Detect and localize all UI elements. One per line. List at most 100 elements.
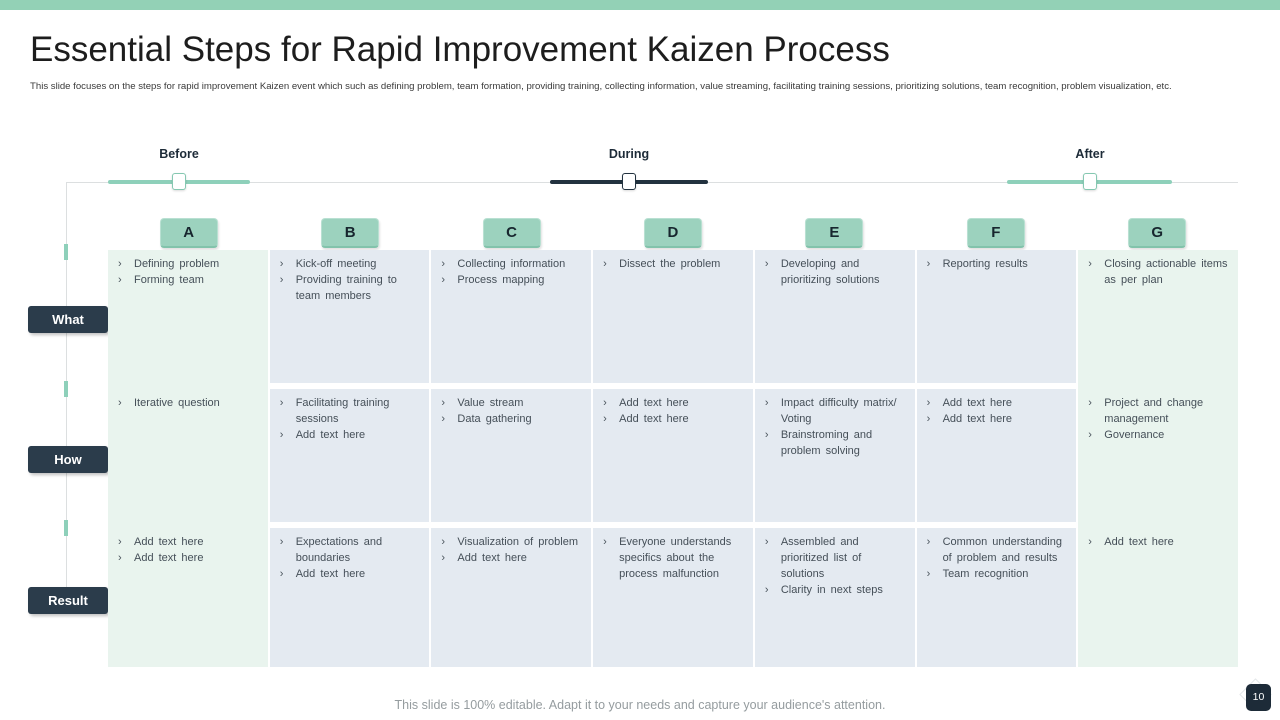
table-cell: ›Add text here — [1078, 528, 1238, 667]
bullet-chevron-icon: › — [1088, 429, 1092, 441]
bullet-chevron-icon: › — [603, 397, 607, 409]
table-cell: ›Add text here›Add text here — [916, 389, 1077, 522]
cell-text: Add text here — [942, 413, 1012, 425]
slider-handle-before[interactable] — [172, 173, 186, 190]
bullet-chevron-icon: › — [603, 258, 607, 270]
table-cell: ›Add text here›Add text here — [593, 389, 753, 522]
cell-text: Common understanding of problem and resu… — [942, 536, 1062, 564]
cell-text: Project and change management — [1104, 397, 1204, 425]
cell-text: Closing actionable items as per plan — [1104, 258, 1228, 286]
phase-label-during: During — [608, 147, 650, 161]
table-cell: › Common understanding of problem and res… — [916, 528, 1077, 667]
row-tick-what — [64, 244, 68, 260]
phase-label-after: After — [1075, 147, 1105, 161]
cell-text: Facilitating training sessions — [295, 397, 390, 425]
cell-text: Providing training to team members — [295, 274, 397, 302]
bullet-chevron-icon: › — [926, 568, 931, 580]
bullet-item: › Add text here — [278, 566, 420, 582]
bullet-item: › Data gathering — [439, 411, 581, 427]
column-header-g: G — [1128, 218, 1187, 248]
bullet-item: › Team recognition — [925, 566, 1067, 582]
bullet-chevron-icon: › — [118, 258, 122, 270]
table-cell: ›Developing and prioritizing solutions — [754, 250, 915, 383]
bullet-item: ›Add text here — [601, 411, 743, 427]
cell-text: Defining problem — [134, 258, 220, 270]
column-header-f: F — [966, 218, 1025, 248]
table-cell: ›Iterative question — [108, 389, 268, 522]
table-cell: ›Expectations and boundaries › Add text he… — [269, 528, 430, 667]
bullet-item: › Add text here — [439, 550, 581, 566]
table-cell: › Project and change management › Governanc… — [1078, 389, 1238, 522]
table-cell: ›Kick-off meeting›Providing training to … — [269, 250, 430, 383]
slider-handle-during[interactable] — [622, 173, 636, 190]
page-subtitle: This slide focuses on the steps for rapi… — [30, 81, 1172, 92]
slider-handle-after[interactable] — [1083, 173, 1097, 190]
top-accent-bar — [0, 0, 1280, 10]
bullet-item: ›Add text here — [116, 534, 258, 550]
row-tick-how — [64, 381, 68, 397]
cell-text: Expectations and boundaries — [295, 536, 383, 564]
bullet-chevron-icon: › — [926, 258, 931, 270]
bullet-chevron-icon: › — [603, 413, 607, 425]
cell-text: Everyone understands specifics about the… — [619, 536, 732, 580]
bullet-chevron-icon: › — [603, 536, 607, 548]
bullet-item: ›Reporting results — [925, 256, 1067, 272]
cell-text: Add text here — [295, 429, 366, 441]
bullet-chevron-icon: › — [926, 397, 931, 409]
kaizen-table: › Defining problem › Forming team ›Kick-off… — [108, 250, 1238, 667]
bullet-item: ›Collecting information — [439, 256, 581, 272]
row-tick-result — [64, 520, 68, 536]
bullet-chevron-icon: › — [441, 274, 446, 286]
bullet-chevron-icon: › — [441, 536, 446, 548]
bullet-chevron-icon: › — [1088, 258, 1092, 270]
bullet-item: › Everyone understands specifics about th… — [601, 534, 743, 582]
row-label-how: How — [28, 446, 108, 473]
bullet-item: ›Dissect the problem — [601, 256, 743, 272]
bullet-chevron-icon: › — [279, 568, 284, 580]
bullet-item: ›Iterative question — [116, 395, 258, 411]
bullet-chevron-icon: › — [118, 552, 122, 564]
cell-text: Team recognition — [942, 568, 1029, 580]
left-frame-line — [66, 182, 67, 613]
bullet-chevron-icon: › — [279, 397, 284, 409]
bullet-item: › Common understanding of problem and res… — [925, 534, 1067, 566]
bullet-chevron-icon: › — [926, 536, 931, 548]
bullet-chevron-icon: › — [118, 274, 122, 286]
cell-text: Add text here — [295, 568, 366, 580]
bullet-item: ›Process mapping — [439, 272, 581, 288]
bullet-item: ›Expectations and boundaries — [278, 534, 420, 566]
column-header-d: D — [643, 218, 702, 248]
bullet-item: › Add text here — [278, 427, 420, 443]
bullet-chevron-icon: › — [926, 413, 931, 425]
table-cell: ›Value stream›Data gathering — [431, 389, 592, 522]
table-grid: › Defining problem › Forming team ›Kick-off… — [108, 250, 1238, 667]
column-header-e: E — [805, 218, 864, 248]
cell-text: Clarity in next steps — [780, 584, 883, 596]
bullet-chevron-icon: › — [441, 552, 446, 564]
table-cell: › Defining problem › Forming team — [108, 250, 268, 383]
row-label-what: What — [28, 306, 108, 333]
cell-text: Governance — [1104, 429, 1165, 441]
bullet-chevron-icon: › — [1088, 397, 1092, 409]
cell-text: Brainstroming and problem solving — [780, 429, 873, 457]
bullet-chevron-icon: › — [441, 397, 446, 409]
bullet-item: › Facilitating training sessions — [278, 395, 420, 427]
bullet-chevron-icon: › — [279, 429, 284, 441]
table-cell: ›Impact difficulty matrix/ Voting›Brains… — [754, 389, 915, 522]
table-cell: ›Collecting information›Process mapping — [431, 250, 592, 383]
cell-text: Data gathering — [457, 413, 532, 425]
cell-text: Forming team — [134, 274, 204, 286]
cell-text: Assembled and prioritized list of soluti… — [780, 536, 862, 580]
cell-text: Collecting information — [457, 258, 566, 270]
footer-note: This slide is 100% editable. Adapt it to… — [394, 698, 886, 712]
table-cell: › Assembled and prioritized list of solut… — [754, 528, 915, 667]
bullet-chevron-icon: › — [764, 584, 769, 596]
table-cell: › Facilitating training sessions › Add text… — [269, 389, 430, 522]
bullet-chevron-icon: › — [441, 413, 446, 425]
bullet-item: › Add text here — [925, 411, 1067, 427]
bullet-chevron-icon: › — [764, 429, 769, 441]
column-g-background — [1078, 250, 1238, 667]
bullet-item: ›Add text here — [1086, 534, 1228, 550]
cell-text: Add text here — [619, 397, 689, 409]
cell-text: Add text here — [457, 552, 527, 564]
